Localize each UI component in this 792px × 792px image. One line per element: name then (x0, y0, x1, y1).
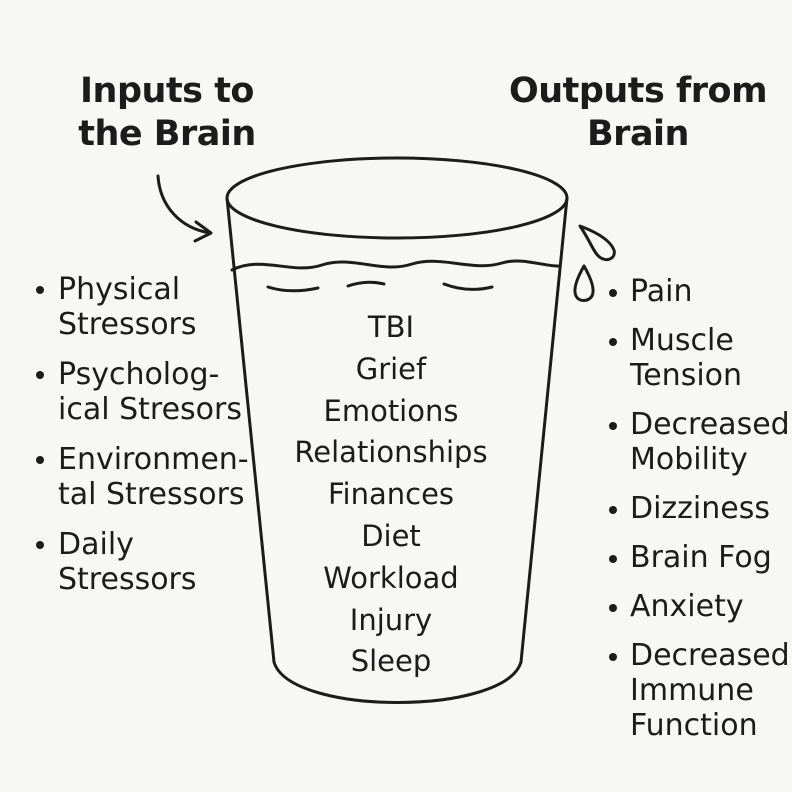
cup-right-side (519, 196, 569, 664)
outputs-heading-line: Outputs from (508, 71, 768, 111)
water-surface (230, 259, 560, 272)
output-item: Brain Fog (609, 540, 790, 575)
bullet-icon (609, 506, 617, 514)
input-item: Environmen-tal Stressors (36, 442, 268, 512)
input-item-text: Physical (58, 272, 181, 307)
output-item-text: Pain (630, 274, 693, 309)
bullet-icon (36, 541, 44, 549)
bullet-icon (609, 555, 617, 563)
water-drop-icon (578, 224, 616, 262)
ripple (346, 280, 386, 288)
output-item: Dizziness (609, 491, 790, 526)
output-item-text: Tension (630, 358, 743, 393)
bullet-icon (609, 653, 617, 661)
cup-content-item: Workload (323, 560, 459, 595)
input-item: Psycholog-ical Stresors (36, 357, 268, 427)
output-item-text: Mobility (630, 442, 748, 477)
cup-content-item: Sleep (350, 644, 432, 679)
output-item-text: Decreased (630, 638, 790, 673)
cup-content-item: Grief (355, 351, 427, 386)
output-item-text: Anxiety (630, 589, 744, 624)
output-item-text: Immune (630, 673, 754, 708)
input-item-text: Stressors (58, 562, 197, 597)
cup-content-item: Injury (349, 602, 433, 637)
outputs-heading-line: Brain (587, 114, 689, 154)
cup-rim (225, 156, 569, 240)
outputs-heading: Outputs from Brain (500, 70, 776, 156)
input-item-text: Psycholog- (58, 357, 220, 392)
bullet-icon (609, 289, 617, 297)
inputs-heading: Inputs to the Brain (62, 70, 272, 156)
input-item-text: Environmen- (58, 442, 249, 477)
bullet-icon (609, 422, 617, 430)
ripple (442, 282, 494, 291)
input-item-text: Daily (58, 527, 134, 562)
output-item-text: Muscle (630, 323, 734, 358)
water-drop-icon (573, 264, 595, 302)
bullet-icon (36, 371, 44, 379)
cup-content-item: Emotions (323, 393, 459, 428)
ripple (266, 285, 320, 293)
cup-content-item: Diet (361, 518, 421, 553)
output-item-text: Decreased (630, 407, 790, 442)
input-item-text: ical Stresors (58, 392, 242, 427)
cup-content-item: Relationships (294, 435, 488, 470)
arrow-head (193, 220, 213, 243)
output-item: Anxiety (609, 589, 790, 624)
input-item-text: Stressors (58, 307, 197, 342)
cup-bottom (272, 660, 523, 704)
cup-left-side (225, 196, 276, 664)
cup-content-item: Finances (327, 477, 455, 512)
cup-content-item: TBI (367, 310, 415, 344)
inputs-heading-line: the Brain (78, 114, 256, 154)
inputs-heading-line: Inputs to (80, 71, 254, 111)
bullet-icon (609, 604, 617, 612)
bullet-icon (36, 456, 44, 464)
bullet-icon (609, 338, 617, 346)
input-item-text: tal Stressors (58, 477, 245, 512)
output-item-text: Brain Fog (630, 540, 772, 575)
curved-arrow-icon (156, 174, 212, 235)
output-item-text: Dizziness (630, 491, 770, 526)
bullet-icon (36, 286, 44, 294)
output-item-text: Function (630, 708, 758, 743)
output-item: Pain (609, 274, 790, 309)
